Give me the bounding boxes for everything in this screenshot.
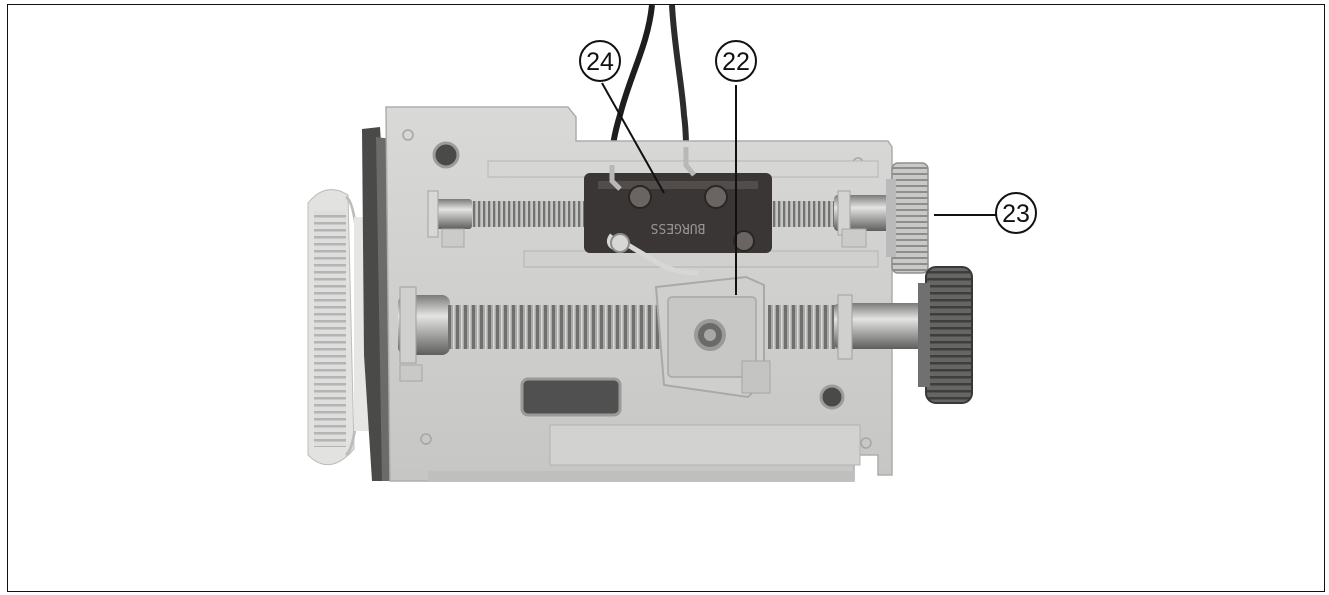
svg-text:BURGESS: BURGESS [651, 220, 706, 235]
side-gear [307, 189, 370, 465]
callout-23: 23 [995, 192, 1037, 234]
carriage-block [654, 275, 771, 399]
callout-24: 24 [579, 40, 621, 82]
callout-lines [601, 82, 996, 295]
callout-23-label: 23 [1002, 200, 1030, 228]
callout-24-label: 24 [586, 48, 614, 76]
callout-22: 22 [715, 40, 757, 82]
lead-screw [398, 286, 930, 382]
adjust-knob-large [918, 266, 973, 404]
upper-shaft [427, 190, 898, 248]
micro-switch: BURGESS [584, 147, 772, 276]
mechanism-photo: BURGESS 24 [307, 5, 1037, 482]
housing [385, 106, 893, 482]
callout-22-label: 22 [722, 48, 750, 76]
wire-right [669, 5, 689, 148]
figure-frame: BURGESS 24 [7, 4, 1325, 592]
adjust-knob-small [886, 162, 929, 274]
switch-marking: BURGESS [651, 220, 706, 235]
